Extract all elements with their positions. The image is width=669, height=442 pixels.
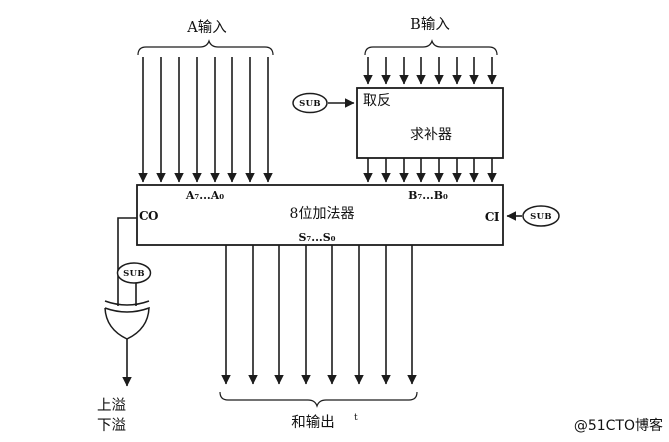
watermark: @51CTO博客 <box>574 417 663 434</box>
overflow-labels: 上溢 下溢 <box>97 397 126 434</box>
overflow-label: 上溢 <box>97 397 126 414</box>
xor-gate <box>104 300 150 340</box>
carry-out-line <box>117 217 137 306</box>
a-input-group: A输入 <box>137 19 274 183</box>
sum-output-lines <box>221 245 417 385</box>
sub-oval <box>292 92 328 114</box>
sum-output-group: 和输出 t <box>219 245 418 431</box>
adder-carry-out-label: CO <box>139 209 158 223</box>
sub-oval-label: SUB <box>299 99 321 109</box>
sub-oval-overflow: SUB <box>116 262 152 306</box>
complementer-to-adder-lines <box>363 158 497 183</box>
sub-oval-carry-in: SUB <box>506 205 560 227</box>
stray-mark: t <box>354 413 358 423</box>
a-input-lines <box>138 57 273 183</box>
a-input-label: A输入 <box>186 19 226 36</box>
sub-oval-label: SUB <box>530 212 552 222</box>
b-input-label: B输入 <box>410 16 450 33</box>
adder-a-bits-label: A₇...A₀ <box>185 189 224 202</box>
adder-outline <box>136 184 504 246</box>
complementer-invert-label: 取反 <box>363 93 391 109</box>
b-input-brace <box>364 39 498 56</box>
sub-oval-label: SUB <box>123 269 145 279</box>
adder-box: A₇...A₀ B₇...B₀ 8位加法器 S₇...S₀ CO CI <box>136 184 504 246</box>
b-input-lines <box>363 57 497 85</box>
sub-oval-complementer: SUB <box>292 92 355 114</box>
xor-input-curve <box>104 300 150 306</box>
complementer-outline <box>356 87 504 159</box>
sum-output-brace <box>219 391 418 408</box>
sum-output-label: 和输出 <box>291 414 335 431</box>
adder-s-bits-label: S₇...S₀ <box>298 231 335 244</box>
adder-b-bits-label: B₇...B₀ <box>408 189 448 202</box>
sub-oval <box>522 205 560 227</box>
sub-oval <box>116 262 152 284</box>
xor-body <box>104 306 150 340</box>
adder-title: 8位加法器 <box>290 206 355 222</box>
b-input-group: B输入 <box>363 16 498 85</box>
underflow-label: 下溢 <box>97 417 126 434</box>
a-input-brace <box>137 39 274 56</box>
complementer-name-label: 求补器 <box>410 127 452 143</box>
complementer-box: 取反 求补器 <box>356 87 504 159</box>
adder-carry-in-label: CI <box>485 210 500 224</box>
